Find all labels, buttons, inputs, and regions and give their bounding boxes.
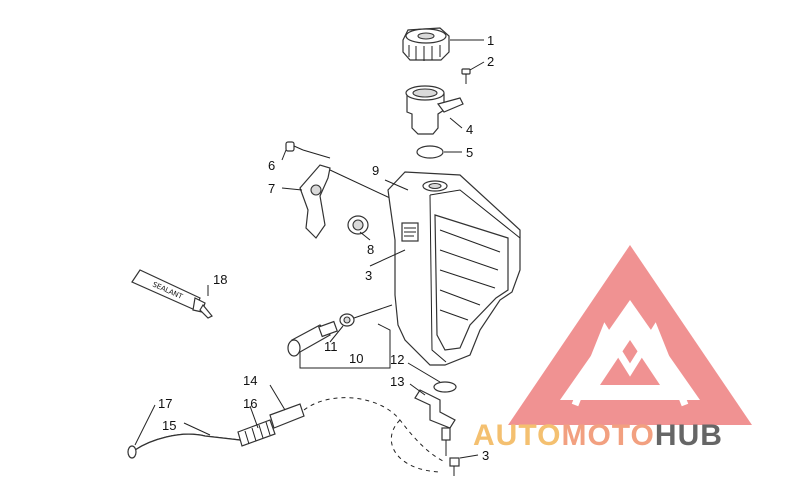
callout-17: 17 (158, 396, 172, 411)
callout-3-tank: 3 (365, 268, 372, 283)
watermark-auto: AUTO (473, 419, 561, 452)
watermark-text: AUTOMOTOHUB (473, 419, 723, 452)
callout-10: 10 (349, 351, 363, 366)
watermark-m-stroke (571, 322, 689, 407)
callout-16: 16 (243, 396, 257, 411)
o-ring-top (416, 145, 444, 159)
callout-11: 11 (324, 339, 338, 354)
bracket-7 (299, 164, 391, 239)
callout-6: 6 (268, 158, 275, 173)
grommet-8 (347, 215, 369, 235)
callout-14: 14 (243, 373, 257, 388)
callout-9: 9 (372, 163, 379, 178)
callout-1: 1 (487, 33, 494, 48)
callout-2: 2 (487, 54, 494, 69)
callout-12: 12 (390, 352, 404, 367)
callout-4: 4 (466, 122, 473, 137)
filler-neck (405, 85, 464, 135)
filler-cap (402, 27, 450, 61)
callouts: 1 2 4 5 6 9 7 8 3 18 11 10 12 13 14 17 1… (158, 33, 494, 463)
callout-5: 5 (466, 145, 473, 160)
screw-small (461, 68, 471, 84)
bolt-bottom (449, 457, 460, 476)
callout-18: 18 (213, 272, 227, 287)
watermark-hub: HUB (655, 419, 723, 452)
callout-3-bolt: 3 (482, 448, 489, 463)
outlet-fitting (414, 389, 456, 456)
watermark-triangle-core (600, 340, 660, 385)
callout-15: 15 (162, 418, 176, 433)
callout-13: 13 (390, 374, 404, 389)
fuel-valve (287, 304, 393, 357)
sealant-tube: SEALANT (131, 269, 213, 319)
leader-lines (134, 39, 485, 459)
callout-8: 8 (367, 242, 374, 257)
bolt-6 (285, 141, 331, 159)
watermark-moto: MOTO (561, 419, 654, 452)
watermark-logo (508, 245, 752, 425)
callout-7: 7 (268, 181, 275, 196)
fuel-hose (127, 397, 446, 473)
fuel-tank (387, 171, 521, 366)
o-ring-bottom (433, 381, 457, 393)
